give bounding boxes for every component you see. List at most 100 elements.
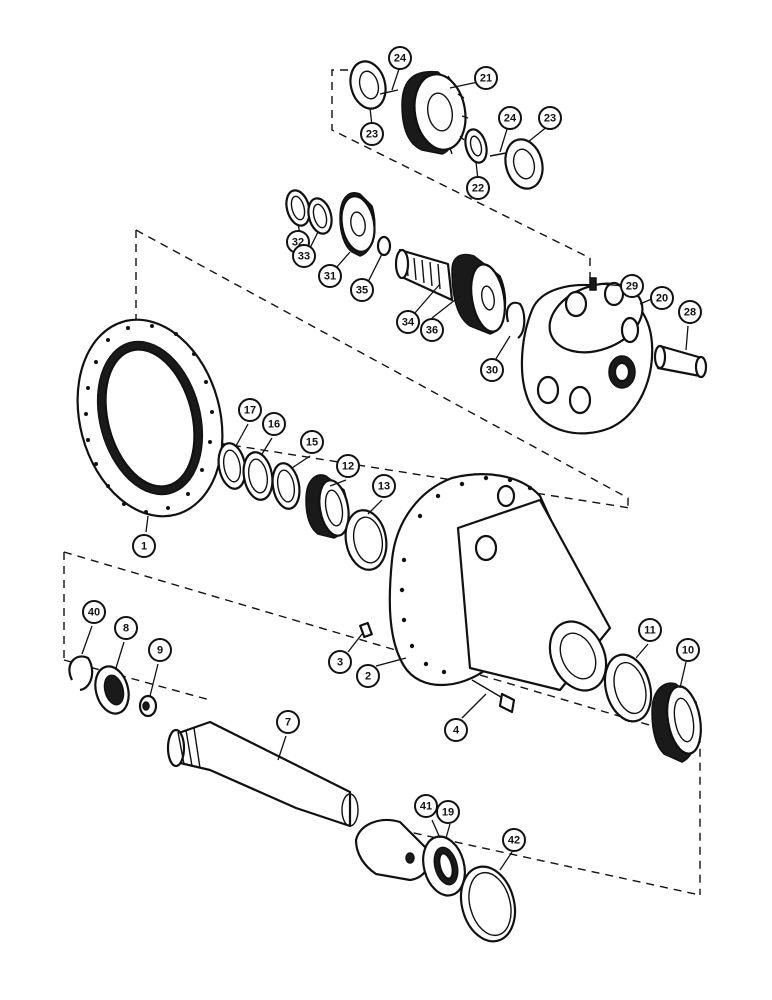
- callout-9: 9: [148, 638, 172, 662]
- callout-number: 41: [420, 801, 432, 813]
- callout-number: 29: [626, 281, 638, 293]
- pin-24-right: [489, 152, 507, 157]
- washer-33: [307, 197, 333, 235]
- axle-shaft-7: [166, 720, 432, 882]
- callout-circle: [638, 618, 662, 642]
- washer-16: [242, 451, 274, 501]
- callout-24: 24: [388, 46, 412, 70]
- leader-lines: [81, 65, 689, 871]
- wear-ring-42: [459, 865, 517, 943]
- callout-circle: [238, 398, 262, 422]
- callout-number: 16: [268, 419, 280, 431]
- callout-number: 1: [141, 541, 147, 553]
- spacer-22: [464, 128, 488, 164]
- planetary-cluster: [285, 189, 526, 339]
- callout-number: 33: [298, 251, 310, 263]
- sun-gear-shaft-34-36: [394, 248, 507, 335]
- callout-number: 2: [365, 671, 371, 683]
- callout-number: 24: [504, 113, 517, 125]
- bearing-cup-13: [344, 509, 388, 571]
- callout-31: 31: [318, 264, 342, 288]
- bearing-cone-12: [305, 474, 350, 539]
- callout-42: 42: [502, 828, 526, 852]
- callout-number: 24: [394, 53, 407, 65]
- callout-circle: [498, 106, 522, 130]
- callout-number: 42: [508, 835, 520, 847]
- callout-21: 21: [474, 66, 498, 90]
- callout-circle: [620, 274, 644, 298]
- callout-number: 13: [378, 481, 390, 493]
- callout-23: 23: [360, 122, 384, 146]
- callout-16: 16: [262, 412, 286, 436]
- callout-36: 36: [420, 318, 444, 342]
- pin-28: [653, 344, 708, 379]
- callout-circle: [336, 454, 360, 478]
- callout-number: 30: [486, 365, 498, 377]
- callout-circle: [396, 310, 420, 334]
- roll-pin-29: [589, 277, 597, 291]
- callout-circle: [350, 278, 374, 302]
- callout-19: 19: [436, 800, 460, 824]
- callout-2: 2: [356, 664, 380, 688]
- callout-number: 35: [356, 285, 368, 297]
- bearing-cup-11: [603, 653, 653, 723]
- planet-carrier-20: [520, 277, 654, 435]
- idler-gear-21: [401, 70, 469, 155]
- callout-15: 15: [300, 430, 324, 454]
- callout-number: 23: [366, 129, 378, 141]
- bearing-stack: [217, 442, 388, 571]
- callout-circle: [678, 300, 702, 324]
- top-gear-cluster: [349, 60, 544, 190]
- callout-circle: [480, 358, 504, 382]
- bolt-4: [471, 679, 516, 714]
- callout-circle: [436, 800, 460, 824]
- callout-40: 40: [82, 600, 106, 624]
- callout-3: 3: [328, 650, 352, 674]
- callout-41: 41: [414, 794, 438, 818]
- callout-number: 23: [544, 113, 556, 125]
- callout-24: 24: [498, 106, 522, 130]
- callout-circle: [276, 710, 300, 734]
- callout-circle: [360, 122, 384, 146]
- callout-23: 23: [538, 106, 562, 130]
- callout-17: 17: [238, 398, 262, 422]
- callout-number: 9: [157, 645, 163, 657]
- callout-13: 13: [372, 474, 396, 498]
- callout-circle: [114, 616, 138, 640]
- callout-number: 28: [684, 307, 696, 319]
- callout-circle: [420, 318, 444, 342]
- callout-circle: [502, 828, 526, 852]
- callout-number: 36: [426, 325, 438, 337]
- seal-8: [94, 665, 130, 715]
- callout-number: 40: [88, 607, 100, 619]
- callout-number: 20: [656, 293, 668, 305]
- callout-number: 11: [644, 625, 656, 637]
- callout-34: 34: [396, 310, 420, 334]
- callout-20: 20: [650, 286, 674, 310]
- callout-7: 7: [276, 710, 300, 734]
- callout-circle: [262, 412, 286, 436]
- callout-35: 35: [350, 278, 374, 302]
- callout-circle: [82, 600, 106, 624]
- snap-ring-17: [217, 442, 247, 490]
- callout-10: 10: [676, 638, 700, 662]
- ring-gear-bolt-holes: [84, 324, 214, 514]
- axle-housing-2: [388, 473, 612, 692]
- callout-circle: [538, 106, 562, 130]
- callout-circle: [414, 794, 438, 818]
- callout-circle: [676, 638, 700, 662]
- callout-number: 15: [306, 437, 318, 449]
- thrust-washer-23-right: [504, 138, 544, 190]
- callout-circle: [328, 650, 352, 674]
- planet-gear-31: [339, 192, 376, 257]
- callout-28: 28: [678, 300, 702, 324]
- callout-circle: [318, 264, 342, 288]
- callout-12: 12: [336, 454, 360, 478]
- callout-number: 8: [123, 623, 129, 635]
- callout-11: 11: [638, 618, 662, 642]
- thrust-washer-23-left: [349, 60, 387, 110]
- callout-number: 22: [472, 183, 484, 195]
- callout-circle: [388, 46, 412, 70]
